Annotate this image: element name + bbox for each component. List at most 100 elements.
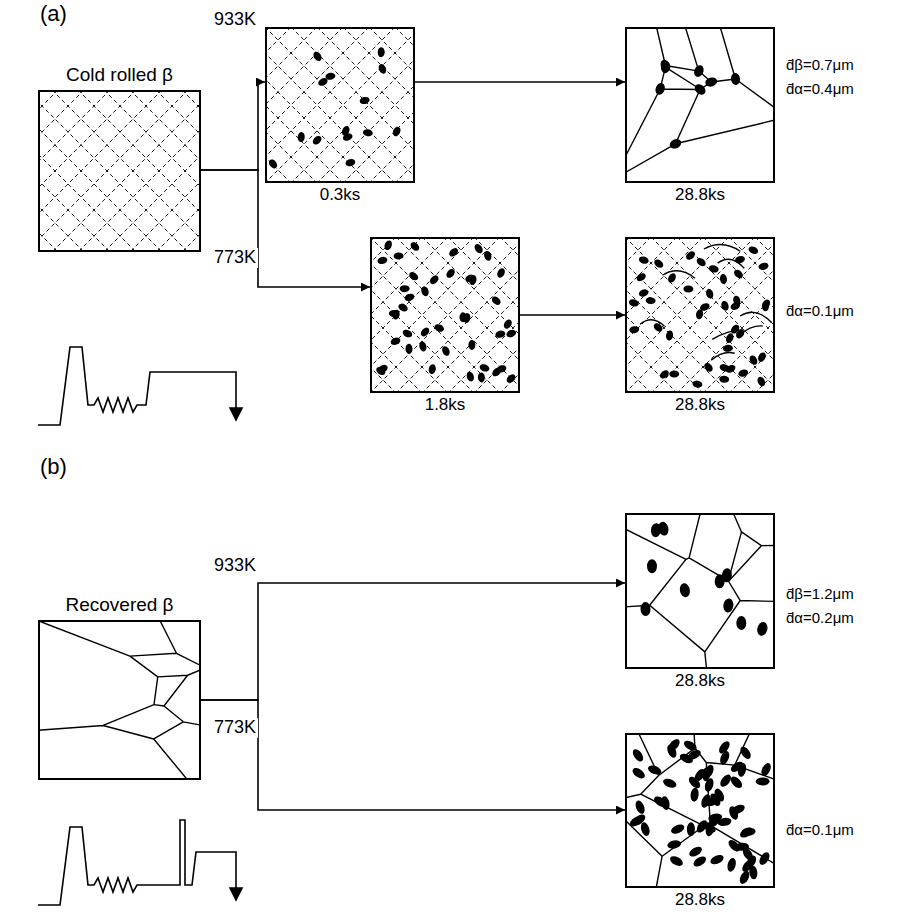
slip-band bbox=[370, 237, 500, 393]
alpha-precipitate bbox=[465, 371, 475, 383]
slip-band bbox=[755, 237, 775, 393]
alpha-precipitate bbox=[468, 340, 475, 350]
slip-band bbox=[317, 27, 415, 183]
subgrain-boundary bbox=[712, 330, 744, 340]
alpha-precipitate bbox=[505, 328, 517, 338]
alpha-precipitate bbox=[392, 309, 401, 320]
subgrain-boundary bbox=[711, 352, 734, 360]
slip-band bbox=[703, 237, 775, 393]
slip-band bbox=[130, 90, 201, 252]
alpha-precipitate bbox=[441, 345, 452, 357]
subgrain-boundary bbox=[718, 259, 745, 268]
slip-band bbox=[317, 27, 415, 183]
alpha-precipitate bbox=[757, 850, 771, 866]
alpha-precipitate bbox=[667, 272, 678, 284]
alpha-precipitate bbox=[692, 380, 703, 389]
alpha-precipitate bbox=[720, 300, 730, 312]
alpha-precipitate bbox=[758, 262, 769, 271]
slip-band bbox=[265, 27, 369, 183]
slip-band bbox=[625, 237, 651, 393]
alpha-precipitate bbox=[462, 312, 471, 323]
panel-label: (a) bbox=[40, 2, 67, 26]
alpha-precipitate bbox=[404, 292, 416, 302]
alpha-precipitate bbox=[650, 523, 662, 538]
micrograph-texture bbox=[625, 513, 775, 669]
alpha-precipitate bbox=[408, 270, 420, 282]
sample-state-label: Cold rolled β bbox=[66, 65, 173, 86]
slip-band bbox=[369, 27, 415, 183]
slip-band bbox=[755, 237, 775, 393]
alpha-precipitate bbox=[391, 125, 402, 137]
slip-band bbox=[265, 27, 343, 183]
time-label: 0.3ks bbox=[320, 186, 361, 205]
slip-band bbox=[369, 27, 415, 183]
alpha-precipitate bbox=[394, 252, 404, 259]
slip-band bbox=[651, 237, 775, 393]
slip-band bbox=[677, 237, 775, 393]
slip-band bbox=[370, 237, 474, 393]
alpha-precipitate bbox=[729, 301, 741, 312]
alpha-precipitate bbox=[483, 250, 493, 262]
slip-band bbox=[396, 237, 520, 393]
alpha-precipitate bbox=[325, 72, 336, 81]
grain-size-note: d̄α=0.4μm bbox=[786, 81, 854, 98]
alpha-precipitate bbox=[730, 72, 741, 85]
alpha-precipitate bbox=[704, 76, 718, 88]
alpha-precipitate bbox=[464, 273, 476, 283]
alpha-precipitate bbox=[639, 821, 651, 837]
slip-band bbox=[291, 27, 415, 183]
alpha-precipitate bbox=[737, 368, 749, 378]
alpha-precipitate bbox=[668, 137, 683, 150]
alpha-precipitate bbox=[729, 775, 744, 791]
alpha-precipitate bbox=[478, 372, 486, 382]
alpha-precipitate bbox=[629, 325, 640, 334]
alpha-precipitate bbox=[653, 258, 665, 270]
temperature-curve bbox=[38, 820, 236, 905]
alpha-precipitate bbox=[377, 256, 388, 265]
alpha-precipitate bbox=[433, 323, 445, 334]
alpha-precipitate bbox=[736, 616, 746, 630]
slip-band bbox=[38, 90, 110, 252]
slip-band bbox=[422, 237, 520, 393]
slip-band bbox=[265, 27, 343, 183]
process-arrow bbox=[201, 583, 625, 700]
micrograph-texture bbox=[625, 27, 775, 173]
alpha-precipitate bbox=[496, 267, 507, 279]
alpha-precipitate bbox=[709, 853, 725, 866]
alpha-precipitate bbox=[756, 777, 770, 785]
slip-band bbox=[78, 90, 201, 252]
alpha-precipitate bbox=[428, 274, 440, 286]
alpha-precipitate bbox=[726, 857, 737, 873]
alpha-precipitate bbox=[749, 865, 759, 880]
alpha-precipitate bbox=[397, 302, 409, 313]
slip-band bbox=[38, 90, 136, 252]
alpha-precipitate bbox=[267, 158, 279, 170]
alpha-precipitate bbox=[668, 854, 684, 868]
slip-band bbox=[265, 27, 291, 183]
time-label: 28.8ks bbox=[675, 186, 725, 205]
grain-size-note: d̄β=0.7μm bbox=[786, 57, 854, 74]
alpha-precipitate bbox=[645, 297, 655, 305]
alpha-precipitate bbox=[660, 61, 670, 74]
slip-band bbox=[265, 27, 395, 183]
slip-band bbox=[474, 237, 520, 393]
slip-band bbox=[651, 237, 775, 393]
slip-band bbox=[38, 90, 84, 252]
grain-size-note: d̄β=1.2μm bbox=[786, 586, 854, 603]
alpha-precipitate bbox=[719, 363, 731, 373]
slip-band bbox=[182, 90, 201, 252]
alpha-precipitate bbox=[693, 82, 708, 97]
alpha-precipitate bbox=[669, 370, 679, 377]
alpha-precipitate bbox=[654, 82, 667, 96]
time-label: 1.8ks bbox=[425, 396, 466, 415]
alpha-precipitate bbox=[692, 64, 705, 79]
alpha-precipitate bbox=[665, 330, 674, 341]
alpha-precipitate bbox=[399, 285, 409, 292]
alpha-precipitate bbox=[703, 361, 715, 373]
alpha-precipitate bbox=[756, 375, 767, 387]
alpha-precipitate bbox=[390, 336, 402, 346]
alpha-precipitate bbox=[667, 839, 682, 850]
alpha-precipitate bbox=[686, 748, 702, 762]
alpha-precipitate bbox=[359, 96, 370, 105]
